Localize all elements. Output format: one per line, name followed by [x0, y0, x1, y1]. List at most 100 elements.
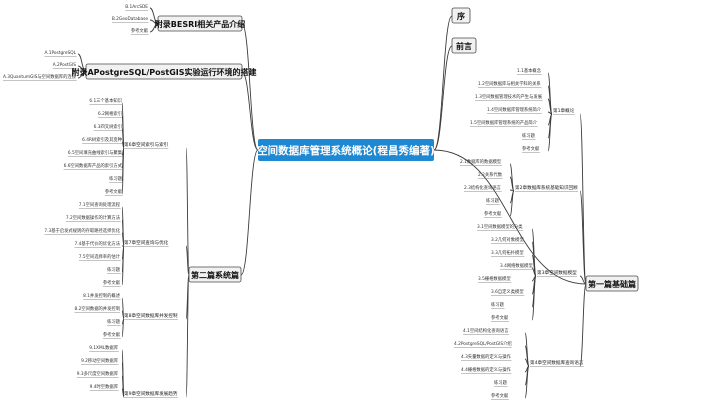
- leaf-item[interactable]: 2.1数据库的数据模型: [460, 158, 502, 165]
- node-part1[interactable]: 第一篇基础篇: [585, 275, 639, 292]
- connector-part1-chapter: [579, 113, 587, 285]
- leaf-item[interactable]: 8.1并发控制的概述: [83, 292, 121, 299]
- node-qianyan-box: [451, 37, 477, 54]
- leaf-item[interactable]: 1.2空间数据库与相关学科的关系: [478, 80, 541, 87]
- leaf-item[interactable]: 2.3结构化查询语言: [464, 184, 502, 191]
- leaf-item[interactable]: 7.4基于代价的优化方法: [74, 240, 120, 247]
- leaf-item[interactable]: 参考文献: [105, 188, 123, 195]
- appendix-b-items: B.1ArcSDE B.2GeoDatabase 参考文献: [112, 4, 149, 34]
- leaf-item[interactable]: A.1PostgreSQL: [44, 50, 76, 56]
- chapter2-items: 2.1数据库的数据模型 2.2关系代数 2.3结构化查询语言 练习题 参考文献: [460, 158, 503, 217]
- root-node-box: [258, 139, 434, 161]
- leaf-item[interactable]: 1.1基本概念: [517, 67, 542, 74]
- root-node-label: 空间数据库管理系统概论(程昌秀编著): [257, 144, 435, 157]
- leaf-item[interactable]: 8.2空间数据的并发控制: [74, 305, 120, 312]
- leaf-item[interactable]: 4.1空间结构化查询语言: [463, 327, 509, 334]
- connector-chapter-item: [121, 388, 125, 398]
- chapter-label[interactable]: 第3章空间数据模型: [537, 269, 577, 276]
- chapter6-items: 6.1三个基本知识 6.2网格索引 6.3四叉树索引 6.4R树索引及其变种 6…: [64, 97, 123, 195]
- leaf-item[interactable]: 练习题: [107, 318, 121, 325]
- leaf-item[interactable]: 练习题: [107, 266, 121, 273]
- leaf-item[interactable]: 4.2PostgreSQL/PostGIS介绍: [454, 340, 512, 347]
- connector-root-appendix-b: [241, 23, 259, 151]
- leaf-item[interactable]: 2.2关系代数: [478, 171, 503, 178]
- leaf-item[interactable]: 9.2移动空间数据库: [81, 357, 119, 364]
- node-qianyan[interactable]: 前言: [451, 37, 477, 54]
- chapter7-items: 7.1空间查询处理流程 7.2空间数据操作的计算方法 7.3基于启发式规则的存取…: [44, 201, 120, 286]
- chapter-label[interactable]: 第8章空间数据库并发控制: [124, 312, 178, 319]
- connector-chapter-item: [509, 190, 515, 217]
- connector-appendix-b-item: [149, 23, 159, 33]
- leaf-item[interactable]: 7.3基于启发式规则的存取路径选择优化: [44, 227, 120, 234]
- leaf-item[interactable]: 7.1空间查询处理流程: [79, 201, 121, 208]
- node-xu-box: [451, 7, 471, 24]
- connector-part1-chapter: [579, 190, 587, 285]
- root-node[interactable]: 空间数据库管理系统概论(程昌秀编著): [257, 139, 435, 161]
- chapter3-items: 3.1空间数据模型的分类 3.2几何对象模型 3.3几何拓扑模型 3.4网络数据…: [477, 223, 533, 321]
- node-appendix-b[interactable]: 附录BESRI相关产品介绍: [155, 15, 245, 32]
- leaf-item[interactable]: 参考文献: [491, 314, 509, 321]
- leaf-item[interactable]: 6.2网格索引: [98, 110, 122, 117]
- leaf-item[interactable]: 6.5空间填充曲线索引与聚集: [68, 149, 123, 156]
- leaf-item[interactable]: 7.2空间数据操作的计算方法: [66, 214, 121, 221]
- leaf-item[interactable]: 1.4空间数据库管理系统简介: [487, 106, 542, 113]
- leaf-item[interactable]: 练习题: [491, 301, 505, 308]
- leaf-item[interactable]: A.2PostGIS: [53, 62, 77, 68]
- leaf-item[interactable]: 1.5空间数据库管理系统的产品简介: [470, 119, 538, 126]
- connector-part2-chapter: [185, 274, 190, 398]
- chapter-label[interactable]: 第2章数据库系统基础知识回顾: [515, 184, 578, 191]
- leaf-item[interactable]: 7.5空间选择率的估计: [79, 253, 121, 260]
- node-appendix-a-box: [85, 63, 243, 80]
- leaf-item[interactable]: 3.5栅格数据模型: [478, 275, 511, 282]
- chapter-label[interactable]: 第6章空间索引与索引: [124, 141, 168, 148]
- leaf-item[interactable]: 参考文献: [491, 392, 509, 399]
- leaf-item[interactable]: 练习题: [109, 175, 123, 182]
- leaf-item[interactable]: 4.3矢量数据的定义与操作: [461, 353, 512, 360]
- connector-chapter-item: [121, 318, 125, 338]
- chapter9-items: 9.1XML数据库 9.2移动空间数据库 9.3多尺度空间数据库 9.4时空数据…: [77, 344, 119, 390]
- leaf-item[interactable]: 1.3空间数据管理技术的产生与发展: [475, 93, 543, 100]
- connector-chapter-item: [524, 365, 530, 399]
- leaf-item[interactable]: 6.6空间数据库产品的索引方式: [64, 162, 123, 169]
- chapter-label[interactable]: 第4章空间数据库查询语言: [530, 359, 584, 366]
- chapter-label[interactable]: 第9章空间数据库发展趋势: [124, 390, 178, 397]
- leaf-item[interactable]: B.1ArcSDE: [125, 4, 148, 10]
- node-appendix-a[interactable]: 附录APostgreSQL/PostGIS实验运行环境的搭建: [71, 63, 258, 80]
- leaf-item[interactable]: A.3QuantumGIS与空间数据库的连接: [3, 73, 77, 80]
- leaf-item[interactable]: 6.1三个基本知识: [89, 97, 122, 104]
- leaf-item[interactable]: 参考文献: [484, 210, 502, 217]
- connector-chapter-item: [121, 147, 125, 195]
- connector-appendix-a-item: [77, 71, 87, 79]
- leaf-item[interactable]: 3.6自定义类模型: [491, 288, 524, 295]
- leaf-item[interactable]: 3.2几何对象模型: [491, 236, 524, 243]
- leaf-item[interactable]: 9.3多尺度空间数据库: [77, 370, 119, 377]
- connector-root-qianyan: [433, 45, 453, 151]
- node-part2-label: 第二篇系统篇: [191, 270, 239, 280]
- leaf-item[interactable]: 9.1XML数据库: [89, 344, 118, 351]
- chapter-label[interactable]: 第1章概论: [553, 107, 575, 114]
- leaf-item[interactable]: 练习题: [494, 379, 508, 386]
- node-part2[interactable]: 第二篇系统篇: [188, 266, 242, 283]
- connector-part1-chapter: [579, 275, 587, 285]
- leaf-item[interactable]: 练习题: [522, 132, 536, 139]
- leaf-item[interactable]: 参考文献: [131, 27, 149, 34]
- leaf-item[interactable]: 6.3四叉树索引: [94, 123, 122, 130]
- leaf-item[interactable]: 9.4时空数据库: [90, 383, 119, 390]
- node-xu-label: 序: [457, 11, 465, 21]
- chapter-label[interactable]: 第7章空间查询与优化: [124, 239, 169, 246]
- connector-chapter-item: [547, 113, 553, 152]
- node-xu[interactable]: 序: [451, 7, 471, 24]
- leaf-item[interactable]: 6.4R树索引及其变种: [82, 136, 123, 143]
- leaf-item[interactable]: 参考文献: [103, 331, 121, 338]
- leaf-item[interactable]: 参考文献: [103, 279, 121, 286]
- leaf-item[interactable]: 3.4网络数据模型: [500, 262, 533, 269]
- leaf-item[interactable]: 3.3几何拓扑模型: [491, 249, 524, 256]
- connector-part2-chapter: [185, 147, 190, 276]
- leaf-item[interactable]: 4.4栅格数据的定义与操作: [461, 366, 512, 373]
- leaf-item[interactable]: B.2GeoDatabase: [112, 16, 149, 22]
- leaf-item[interactable]: 练习题: [486, 197, 500, 204]
- leaf-item[interactable]: 3.1空间数据模型的分类: [477, 223, 523, 230]
- chapter8-items: 8.1并发控制的概述 8.2空间数据的并发控制 练习题 参考文献: [74, 292, 120, 338]
- leaf-item[interactable]: 参考文献: [522, 145, 540, 152]
